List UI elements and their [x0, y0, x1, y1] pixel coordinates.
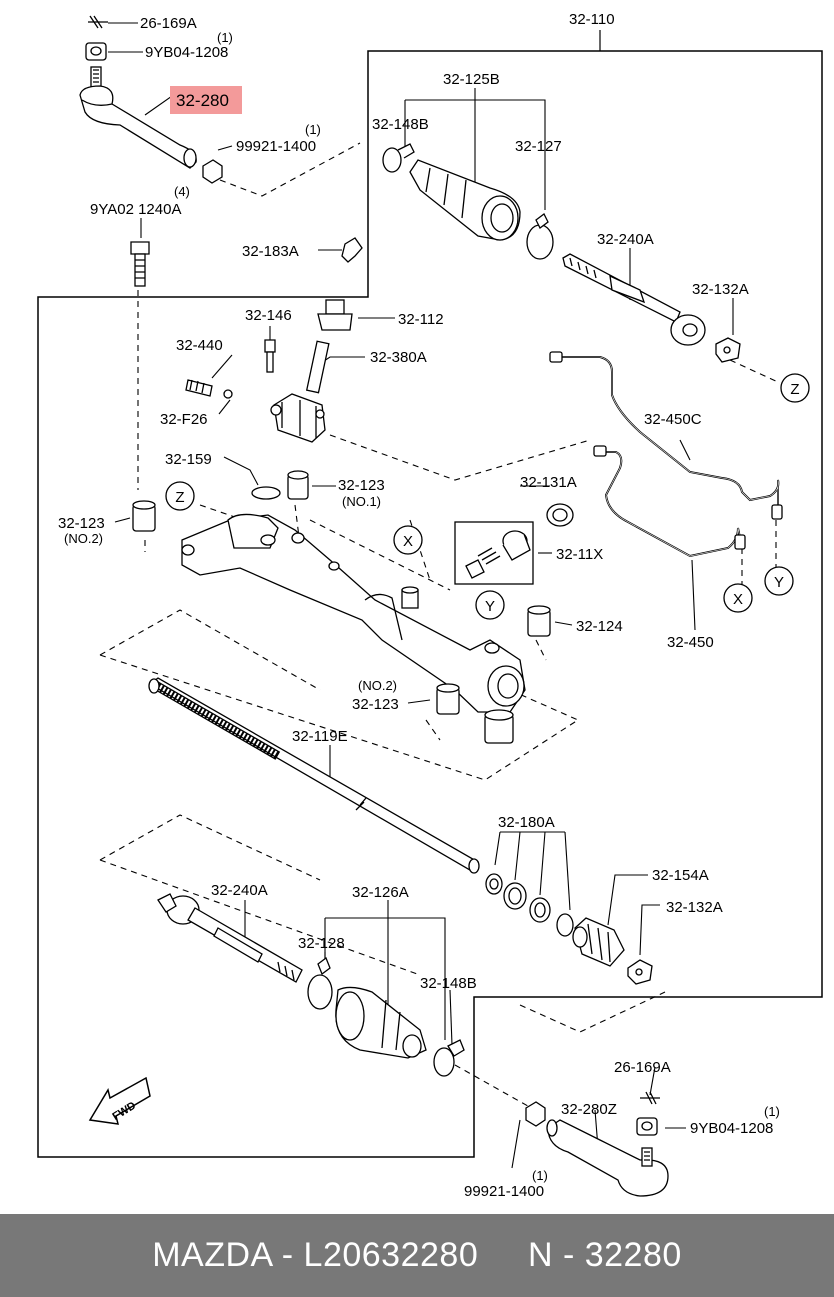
label-32-132a-bot: 32-132A — [666, 899, 723, 916]
label-32-240a-top: 32-240A — [597, 231, 654, 248]
label-32-240a-bot: 32-240A — [211, 882, 268, 899]
part-labels: 26-169A (1) 9YB04-1208 32-280 (1) 99921-… — [58, 11, 780, 1200]
label-32-126a: 32-126A — [352, 884, 409, 901]
marker-x-center-label: X — [403, 533, 413, 550]
label-32-110: 32-110 — [569, 11, 615, 28]
label-99921-bot: 99921-1400 — [464, 1183, 544, 1200]
marker-x-right — [723, 583, 753, 613]
label-no2-left: (NO.2) — [64, 531, 103, 546]
label-26-169a-top: 26-169A — [140, 15, 197, 32]
label-32-154a: 32-154A — [652, 867, 709, 884]
label-9yb04-bot: 9YB04-1208 — [690, 1120, 773, 1137]
label-32-180a: 32-180A — [498, 814, 555, 831]
label-32-183a: 32-183A — [242, 243, 299, 260]
label-9yb04-top: 9YB04-1208 — [145, 44, 228, 61]
dashed-guides — [99, 142, 781, 1111]
label-32-440: 32-440 — [176, 337, 223, 354]
label-32-146: 32-146 — [245, 307, 292, 324]
label-26-169a-bot: 26-169A — [614, 1059, 671, 1076]
label-32-112: 32-112 — [398, 311, 444, 328]
label-qty-top: (1) — [217, 30, 233, 45]
label-32-280z: 32-280Z — [561, 1101, 617, 1118]
label-32-123-no2-mid: 32-123 — [352, 696, 399, 713]
highlight-box — [170, 86, 242, 114]
marker-y-center — [475, 590, 505, 620]
label-32-11x: 32-11X — [556, 546, 603, 563]
label-32-450c: 32-450C — [644, 411, 702, 428]
label-32-159: 32-159 — [165, 451, 212, 468]
footer-bar: MAZDA - L20632280 N - 32280 — [0, 1214, 834, 1297]
leader-lines — [108, 22, 734, 1169]
parts-diagram: Z Z X Y X Y 26-169A (1) 9YB04-1208 32-28… — [37, 11, 823, 1200]
label-32-f26: 32-F26 — [160, 411, 208, 428]
label-32-131a: 32-131A — [520, 474, 577, 491]
label-32-450: 32-450 — [667, 634, 714, 651]
label-qty-99921-bot: (1) — [532, 1168, 548, 1183]
label-32-119e: 32-119E — [292, 728, 348, 745]
marker-z-right — [780, 373, 810, 403]
label-qty-4: (4) — [174, 184, 190, 199]
label-32-280: 32-280 — [176, 91, 229, 110]
label-32-125b: 32-125B — [443, 71, 500, 88]
part-drawings — [79, 15, 783, 1197]
label-9ya02: 9YA02 1240A — [90, 201, 181, 218]
marker-x-right-label: X — [733, 591, 743, 608]
footer-part-number: MAZDA - L20632280 N - 32280 — [152, 1236, 682, 1274]
label-qty-bot: (1) — [764, 1104, 780, 1119]
label-32-127: 32-127 — [515, 138, 562, 155]
label-no2-mid: (NO.2) — [358, 678, 397, 693]
label-no1: (NO.1) — [342, 494, 381, 509]
label-32-128: 32-128 — [298, 935, 345, 952]
label-32-123-no2-left: 32-123 — [58, 515, 105, 532]
marker-x-center — [393, 525, 423, 555]
label-32-124: 32-124 — [576, 618, 623, 635]
marker-y-center-label: Y — [485, 598, 495, 615]
assembly-frame — [37, 50, 823, 1158]
marker-z-right-label: Z — [790, 381, 799, 398]
label-32-123-no1: 32-123 — [338, 477, 385, 494]
marker-z-left — [165, 481, 195, 511]
label-qty-99921-top: (1) — [305, 122, 321, 137]
marker-y-right — [764, 566, 794, 596]
marker-z-left-label: Z — [175, 489, 184, 506]
label-32-148b-top: 32-148B — [372, 116, 429, 133]
label-32-380a: 32-380A — [370, 349, 427, 366]
label-32-132a-top: 32-132A — [692, 281, 749, 298]
marker-y-right-label: Y — [774, 574, 784, 591]
label-99921-top: 99921-1400 — [236, 138, 316, 155]
label-32-148b-bot: 32-148B — [420, 975, 477, 992]
